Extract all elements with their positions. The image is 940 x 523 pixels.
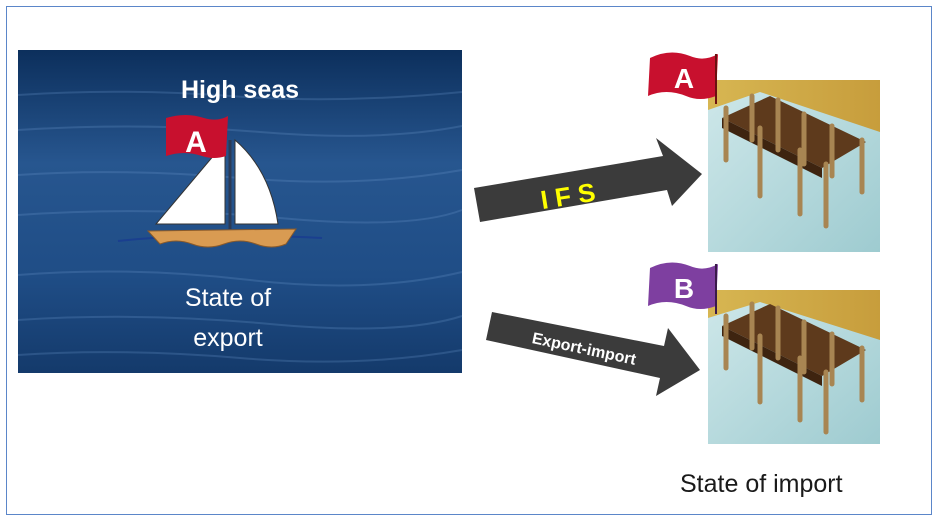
state-of-import-caption: State of import (680, 470, 843, 498)
dock-a-shore (708, 80, 880, 132)
dock-flag-a-icon: A (648, 52, 718, 104)
export-import-arrow: Export-import (486, 312, 700, 396)
state-of-export-line1: State of (185, 284, 271, 312)
dock-b-panel (708, 290, 880, 444)
ifs-arrow: I F S (474, 138, 702, 222)
high-seas-panel: High seas A State of export (17, 50, 463, 373)
dock-a-pier-icon (722, 93, 866, 229)
dock-a-panel (708, 80, 880, 252)
dock-flag-b-letter: B (674, 273, 694, 304)
diagram-frame (6, 6, 932, 515)
sailboat-icon (117, 138, 323, 248)
dock-b-pier-icon (722, 301, 866, 435)
dock-flag-b-icon: B (648, 262, 718, 314)
dock-flag-a-letter: A (674, 63, 694, 94)
high-seas-title: High seas (181, 76, 299, 104)
sea-ripples (17, 90, 463, 363)
state-of-export-line2: export (193, 324, 263, 352)
boat-flag-letter: A (185, 126, 207, 159)
boat-flag-a-icon: A (166, 115, 228, 159)
